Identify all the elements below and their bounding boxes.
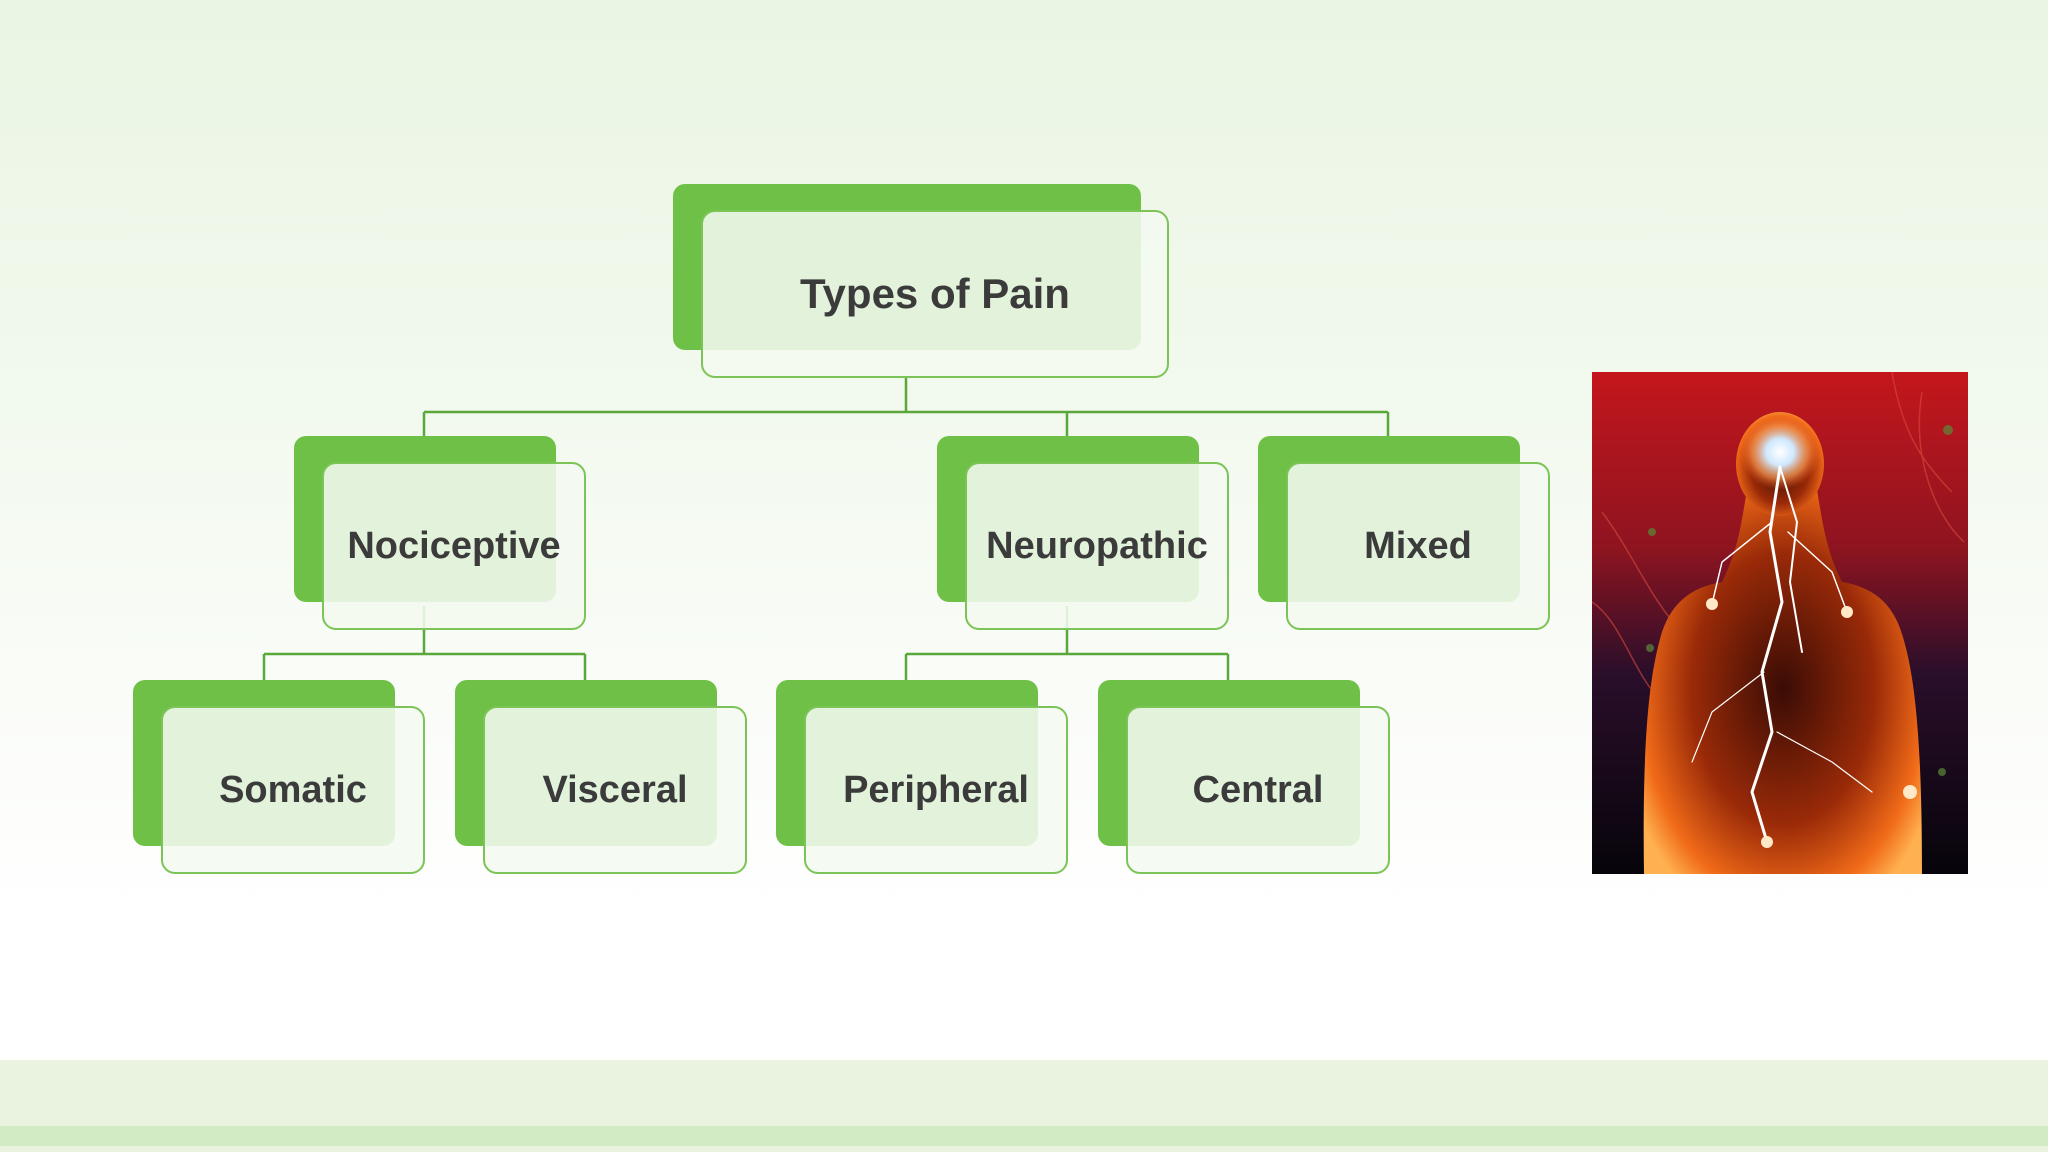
node-box: Central	[1126, 706, 1390, 874]
footer-band-strip	[0, 1126, 2048, 1146]
node-label: Types of Pain	[800, 270, 1070, 317]
node-label: Mixed	[1364, 524, 1472, 567]
node-box: Nociceptive	[322, 462, 586, 630]
node-somatic: Somatic	[133, 680, 425, 876]
node-box: Types of Pain	[701, 210, 1169, 378]
footer-band-bottom	[0, 1146, 2048, 1152]
connector-root	[422, 378, 1390, 436]
node-label: Visceral	[542, 768, 688, 811]
node-box: Somatic	[161, 706, 425, 874]
node-label: Somatic	[219, 768, 367, 811]
node-label: Peripheral	[843, 768, 1029, 811]
node-types-of-pain: Types of Pain	[673, 184, 1171, 380]
node-central: Central	[1098, 680, 1390, 876]
human-nervous-system-icon	[1592, 372, 1968, 874]
node-box: Neuropathic	[965, 462, 1229, 630]
node-label: Nociceptive	[347, 524, 561, 567]
node-visceral: Visceral	[455, 680, 747, 876]
node-label: Central	[1192, 768, 1324, 811]
node-box: Visceral	[483, 706, 747, 874]
node-box: Mixed	[1286, 462, 1550, 630]
node-nociceptive: Nociceptive	[294, 436, 586, 632]
node-mixed: Mixed	[1258, 436, 1550, 632]
node-label: Neuropathic	[986, 524, 1208, 567]
footer-band-light	[0, 1060, 2048, 1126]
node-peripheral: Peripheral	[776, 680, 1068, 876]
pain-illustration-image	[1592, 372, 1968, 874]
node-neuropathic: Neuropathic	[937, 436, 1229, 632]
node-box: Peripheral	[804, 706, 1068, 874]
